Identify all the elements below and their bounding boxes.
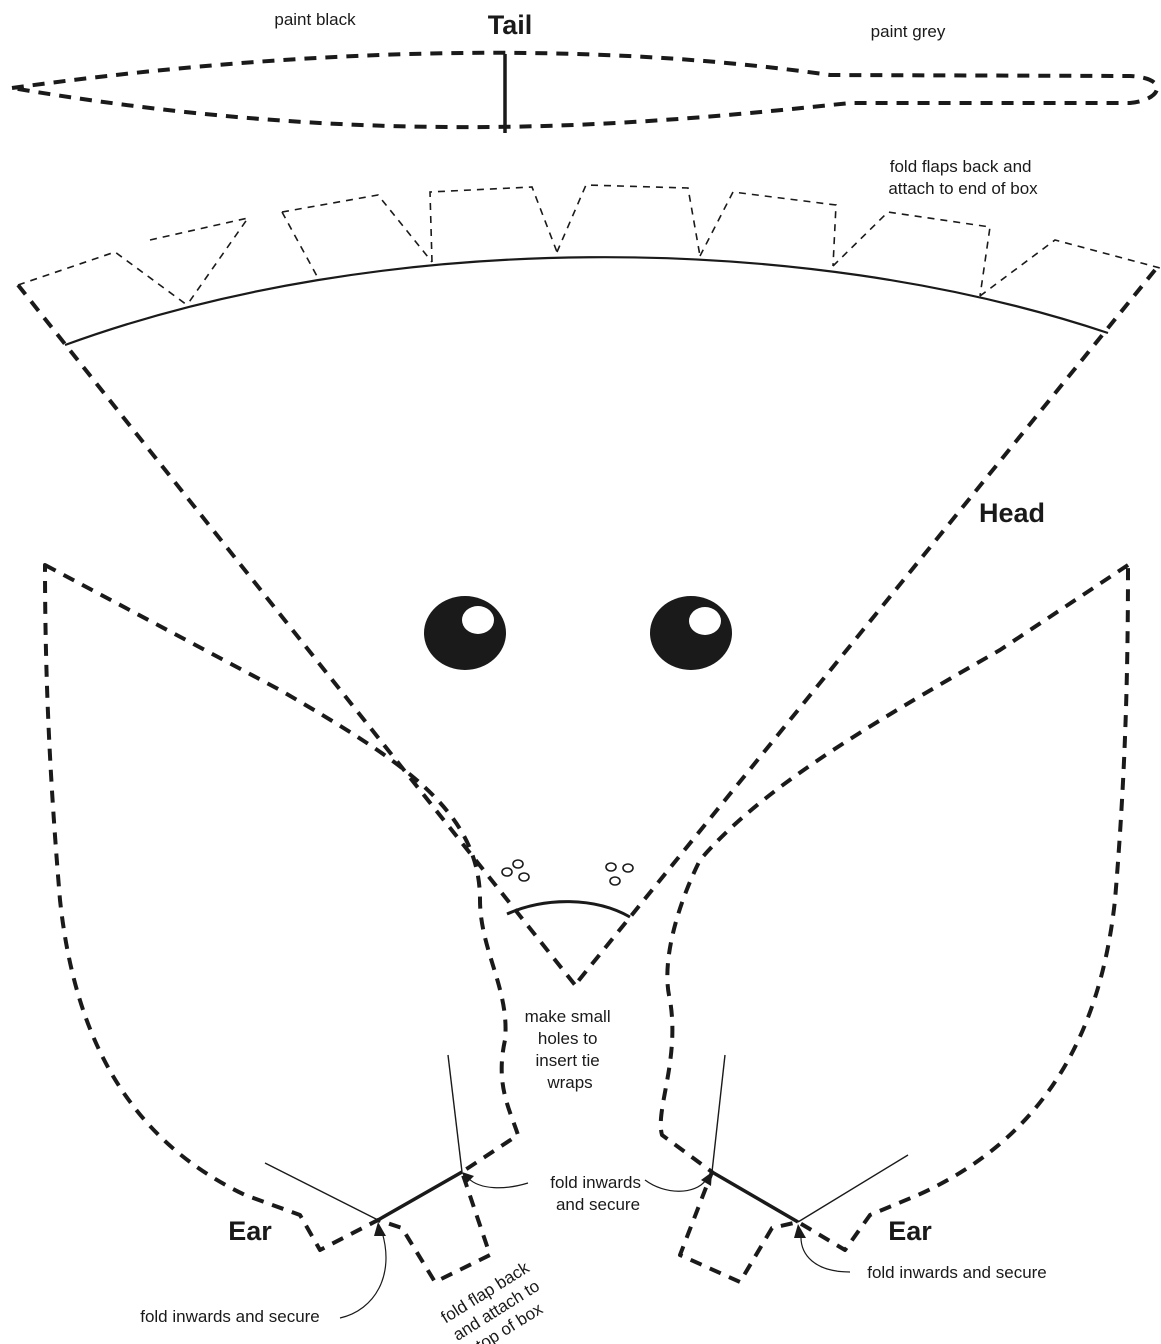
right-eye-highlight <box>689 607 721 635</box>
left-ear-guide-1 <box>264 1162 379 1221</box>
tail-outline <box>10 50 1159 130</box>
tie-wrap-note: make small holes to insert tie wraps <box>525 1007 616 1092</box>
left-ear-piece <box>43 563 520 1284</box>
center-fold-arrow-right <box>701 1172 712 1186</box>
head-flap-6 <box>699 191 837 267</box>
head-flap-5 <box>556 184 701 257</box>
left-ear-leader <box>339 1231 387 1319</box>
right-eye <box>650 596 732 670</box>
head-title: Head <box>979 498 1045 528</box>
mouth-fold-line <box>506 900 631 919</box>
center-fold-leader-right <box>644 1179 707 1192</box>
left-ear-fold-line <box>377 1170 463 1222</box>
head-piece <box>16 184 1161 987</box>
head-flap-2 <box>149 216 250 306</box>
tail-paint-grey-note: paint grey <box>871 22 946 41</box>
right-ear-title: Ear <box>888 1216 932 1246</box>
center-fold-leader-left <box>467 1177 529 1189</box>
right-ear-fold-line <box>711 1170 799 1224</box>
head-flap-1 <box>17 251 188 306</box>
tie-wrap-holes-left <box>501 859 530 882</box>
left-ear-outline <box>43 563 520 1284</box>
tie-wrap-holes-right <box>605 862 634 886</box>
left-eye-highlight <box>462 606 494 634</box>
flap-back-note: fold flap back and attach to top of box <box>438 1255 559 1344</box>
center-fold-arrow-left <box>462 1172 474 1184</box>
head-top-fold-arc <box>64 256 1109 347</box>
head-flap-3b <box>281 211 319 279</box>
right-ear-leader <box>800 1234 851 1273</box>
right-ear-outline <box>658 563 1130 1284</box>
right-ear-fold-note: fold inwards and secure <box>867 1263 1047 1282</box>
tail-piece <box>10 50 1159 133</box>
right-eye-pupil <box>650 596 732 670</box>
left-ear-guide-2 <box>447 1054 463 1173</box>
head-right-edge <box>573 268 1157 987</box>
tail-title: Tail <box>488 10 533 40</box>
head-flaps-note: fold flaps back and attach to end of box <box>888 157 1038 198</box>
left-eye <box>424 596 506 670</box>
right-ear-guide-2 <box>711 1054 726 1173</box>
head-flap-4 <box>429 186 558 263</box>
left-ear-arrow <box>374 1222 386 1236</box>
right-ear-piece <box>658 563 1130 1284</box>
left-ear-title: Ear <box>228 1216 272 1246</box>
center-fold-note: fold inwards and secure <box>550 1173 645 1214</box>
left-eye-pupil <box>424 596 506 670</box>
right-ear-guide-1 <box>797 1154 909 1223</box>
tail-paint-black-note: paint black <box>274 10 356 29</box>
head-left-edge <box>16 283 577 987</box>
right-ear-arrow <box>794 1224 806 1238</box>
head-flap-8 <box>979 239 1161 297</box>
left-ear-fold-note: fold inwards and secure <box>140 1307 320 1326</box>
head-flap-3 <box>281 194 433 263</box>
head-flaps <box>17 184 1161 306</box>
